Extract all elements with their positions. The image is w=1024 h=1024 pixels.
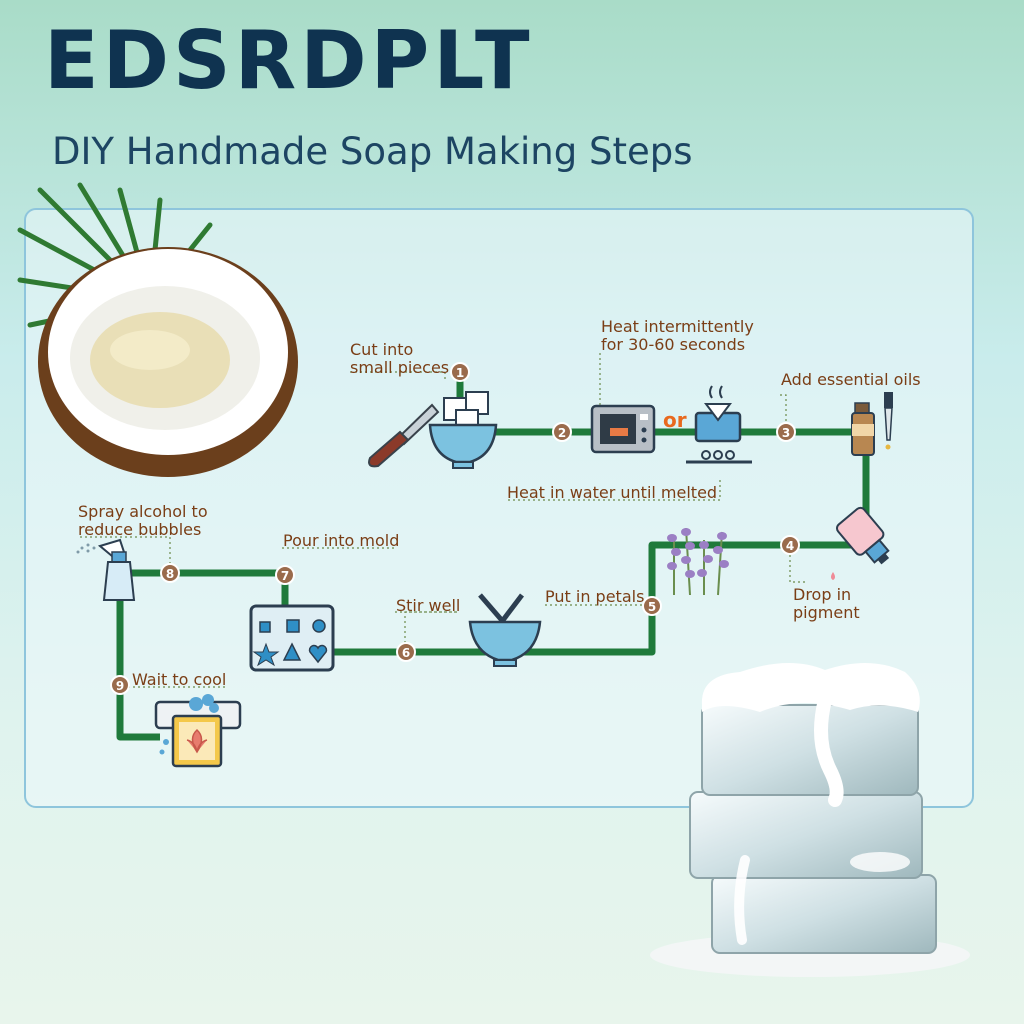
step-number: 8 [166, 567, 174, 581]
coconut-icon [17, 182, 298, 477]
step-3-label: Add essential oils [781, 370, 921, 389]
water-heat-label: Heat in water until melted [507, 483, 718, 502]
mold-icon [249, 604, 335, 672]
step-9-label: Wait to cool [132, 670, 227, 689]
step-7-label: Pour into mold [283, 531, 400, 550]
step-4-label: Drop in pigment [793, 585, 860, 622]
bowl-cubes-icon [428, 391, 498, 469]
step-badge: 1 [450, 362, 470, 382]
label-leaders [80, 353, 805, 688]
microwave-icon [590, 404, 656, 454]
step-number: 7 [281, 569, 289, 583]
page-subtitle: DIY Handmade Soap Making Steps [52, 130, 693, 173]
step-2-label: Heat intermittently for 30-60 seconds [601, 317, 754, 354]
step-badge: 5 [642, 596, 662, 616]
step-badge: 7 [275, 565, 295, 585]
mortar-icon [468, 593, 542, 667]
step-badge: 6 [396, 642, 416, 662]
step-number: 1 [456, 366, 464, 380]
step-badge: 8 [160, 563, 180, 583]
step-1-label: Cut into small pieces [350, 340, 450, 377]
step-badges: 1 2 3 4 5 6 7 8 9 [110, 362, 800, 695]
step-5-label: Put in petals [545, 587, 645, 606]
step-number: 6 [402, 646, 410, 660]
step-badge: 2 [552, 422, 572, 442]
step-number: 5 [648, 600, 656, 614]
step-8-label: Spray alcohol to reduce bubbles [78, 502, 208, 539]
dropper-icon [884, 392, 893, 450]
step-badge: 4 [780, 535, 800, 555]
pot-stove-icon [686, 385, 752, 464]
step-number: 9 [116, 679, 124, 693]
clear-soap-icon [650, 662, 970, 977]
oil-bottle-icon [851, 402, 875, 456]
brand-title: EDSRDPLT [44, 14, 534, 107]
pigment-bottle-icon [831, 506, 890, 580]
knife-icon [368, 403, 440, 468]
step-number: 3 [782, 426, 790, 440]
step-badge: 3 [776, 422, 796, 442]
step-number: 4 [786, 539, 794, 553]
step-badge: 9 [110, 675, 130, 695]
step-6-label: Stir well [396, 596, 461, 615]
spray-bottle-icon [76, 538, 136, 601]
lavender-icon [667, 527, 729, 596]
or-connector: or [663, 408, 687, 432]
step-number: 2 [558, 426, 566, 440]
soap-bar-icon [154, 694, 242, 768]
